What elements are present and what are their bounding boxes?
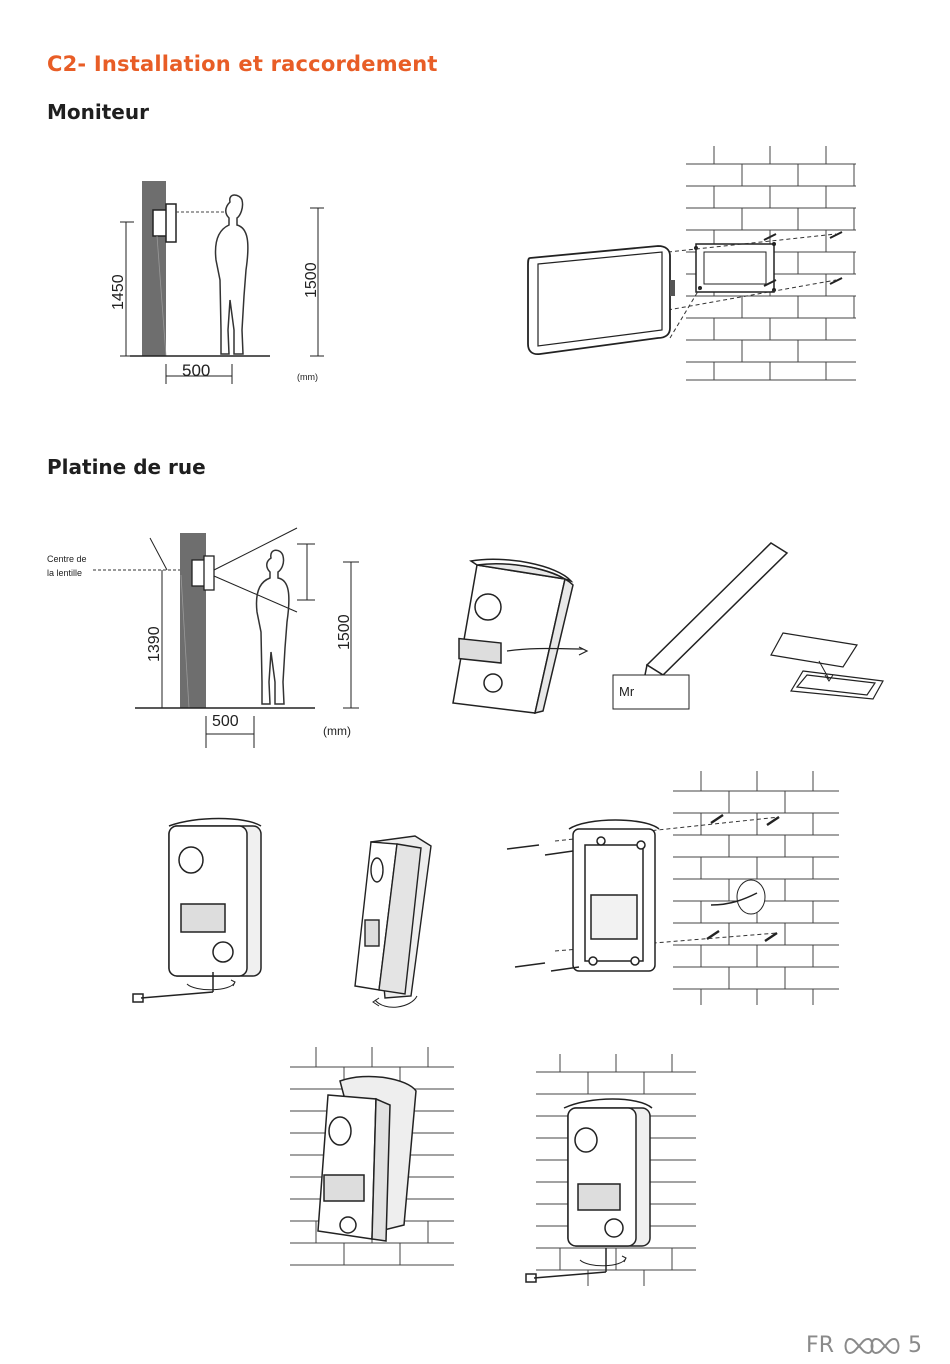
pencil-icon: [641, 543, 787, 695]
monitor-unit-mm: (mm): [297, 372, 318, 382]
panel-dim-1500: 1500: [336, 614, 353, 650]
rotate-arrow-icon: [580, 1258, 626, 1266]
language-label: FR: [806, 1333, 834, 1358]
page-number: 5: [908, 1333, 922, 1358]
rotate-arrow-icon: [187, 982, 235, 990]
page-footer: FR 5: [806, 1333, 922, 1358]
brand-logo-icon: [842, 1335, 900, 1357]
name-card-insert: [771, 633, 883, 699]
street-panel-heading: Platine de rue: [47, 455, 206, 479]
panel-open-diagram: [345, 830, 440, 1010]
street-panel-height-diagram: Centre de la lentille 1390 500 1500 (mm): [45, 520, 375, 755]
panel-dim-1390: 1390: [146, 626, 163, 662]
back-box: [569, 820, 659, 971]
panel-mounted-diagram: [520, 1050, 700, 1290]
panel-name-tag-diagram: [425, 555, 590, 720]
name-card-writing-diagram: Mr: [605, 535, 895, 715]
monitor-dim-1450: 1450: [110, 274, 127, 310]
panel-closing-diagram: [288, 1045, 458, 1275]
person-silhouette: [216, 195, 248, 354]
back-box-wall-mount-diagram: [495, 765, 845, 1010]
cable-hole: [737, 880, 765, 914]
wall-section: [142, 181, 166, 356]
monitor-wall-mount-diagram: [520, 140, 865, 385]
person-silhouette: [257, 550, 289, 704]
panel-bottom-screw-diagram: [125, 812, 270, 1007]
monitor-dim-500: 500: [182, 361, 210, 380]
wall-screws: [707, 815, 779, 941]
monitor-unit: [528, 246, 675, 354]
lens-center-label-2: la lentille: [47, 568, 82, 578]
monitor-dim-1500: 1500: [303, 262, 320, 298]
wall-plugs: [507, 845, 579, 971]
panel-unit-mm: (mm): [323, 724, 351, 738]
monitor-heading: Moniteur: [47, 100, 149, 124]
name-card-text: Mr: [619, 684, 635, 699]
lens-center-label-1: Centre de: [47, 554, 87, 564]
monitor-eye-height-dimension: 1500 (mm): [290, 200, 340, 385]
section-title: C2- Installation et raccordement: [47, 52, 438, 76]
mounting-bracket: [694, 242, 776, 292]
panel-dim-500: 500: [212, 713, 239, 730]
